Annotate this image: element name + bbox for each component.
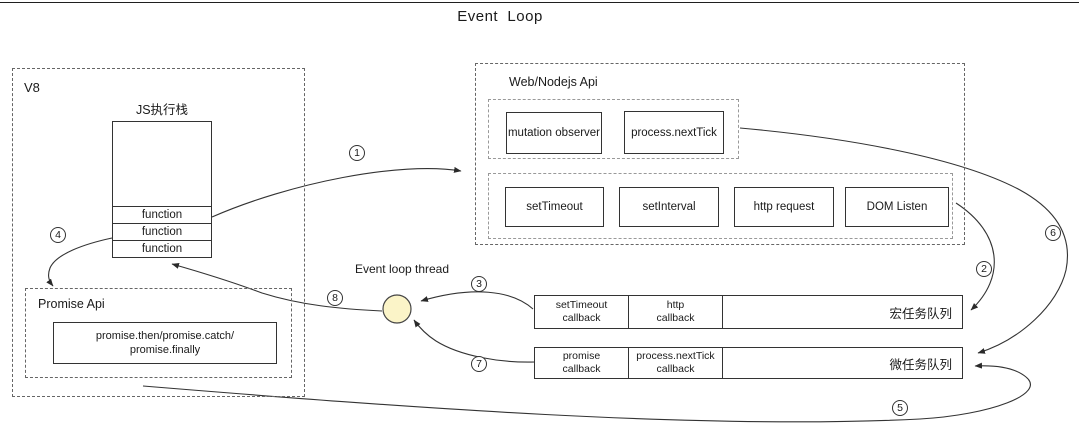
arrow-2-webapi-to-macroqueue [955,202,995,311]
arrow-4-stack-to-promiseapi [46,237,113,287]
queue-cell: process.nextTick callback [629,348,723,378]
promise-api-container: Promise Api promise.then/promise.catch/ … [25,288,292,378]
promise-methods-line1: promise.then/promise.catch/ [95,329,235,342]
v8-label: V8 [24,80,40,95]
queue-cell-line2: callback [656,363,695,375]
arrow-1-stack-to-webapi [211,166,462,218]
step-badge-3: 3 [471,276,487,292]
promise-methods-line2: promise.finally [129,344,201,356]
arrow-5-promiseapi-to-microqueue [142,362,1031,423]
queue-cell-line1: process.nextTick [636,349,715,362]
web-api-label: Web/Nodejs Api [509,75,598,89]
arrow-3-macroqueue-to-thread [420,291,534,310]
arrow-7-microqueue-to-thread [413,319,536,363]
arrow-6-nexttick-to-microqueue [739,127,1068,354]
macro-task-sources-group: setTimeout setInterval http request DOM … [488,173,953,239]
step-badge-6: 6 [1045,225,1061,241]
js-stack-label: JS执行栈 [135,103,189,117]
settimeout-box: setTimeout [505,187,604,227]
stack-empty-space [113,122,211,206]
mutation-observer-box: mutation observer [506,112,602,154]
step-badge-7: 7 [471,356,487,372]
queue-cell-line1: http [666,298,685,311]
macro-queue-label: 宏任务队列 [889,306,952,321]
event-loop-thread-circle [382,294,412,324]
queue-cell-line2: callback [656,312,695,324]
http-request-box: http request [734,187,834,227]
queue-cell: promise callback [535,348,629,378]
dom-listen-box: DOM Listen [845,187,949,227]
promise-methods-box: promise.then/promise.catch/ promise.fina… [53,322,277,364]
queue-cell: http callback [629,296,723,328]
stack-frame: function [113,240,211,257]
web-api-container: Web/Nodejs Api mutation observer process… [475,63,965,245]
arrow-8-thread-to-stack [171,263,383,312]
promise-api-label: Promise Api [38,297,105,311]
step-badge-1: 1 [349,145,365,161]
js-call-stack: function function function [112,121,212,258]
macro-task-queue: setTimeout callback http callback 宏任务队列 [534,295,963,329]
setinterval-box: setInterval [619,187,719,227]
step-badge-4: 4 [50,227,66,243]
step-badge-2: 2 [976,261,992,277]
step-badge-5: 5 [892,400,908,416]
step-badge-8: 8 [327,290,343,306]
stack-frame: function [113,206,211,223]
top-border-line [0,2,1079,3]
micro-task-sources-group: mutation observer process.nextTick [488,99,739,159]
micro-queue-label: 微任务队列 [889,357,952,372]
process-nexttick-box: process.nextTick [624,111,724,154]
micro-task-queue: promise callback process.nextTick callba… [534,347,963,379]
queue-cell: setTimeout callback [535,296,629,328]
queue-cell-line1: promise [562,349,601,362]
v8-container [12,68,305,397]
page-title: Event Loop [457,8,543,25]
queue-cell-line2: callback [562,312,601,324]
queue-cell-line1: setTimeout [555,298,608,311]
stack-frame: function [113,223,211,240]
queue-cell-line2: callback [562,363,601,375]
event-loop-thread-label: Event loop thread [354,262,450,276]
